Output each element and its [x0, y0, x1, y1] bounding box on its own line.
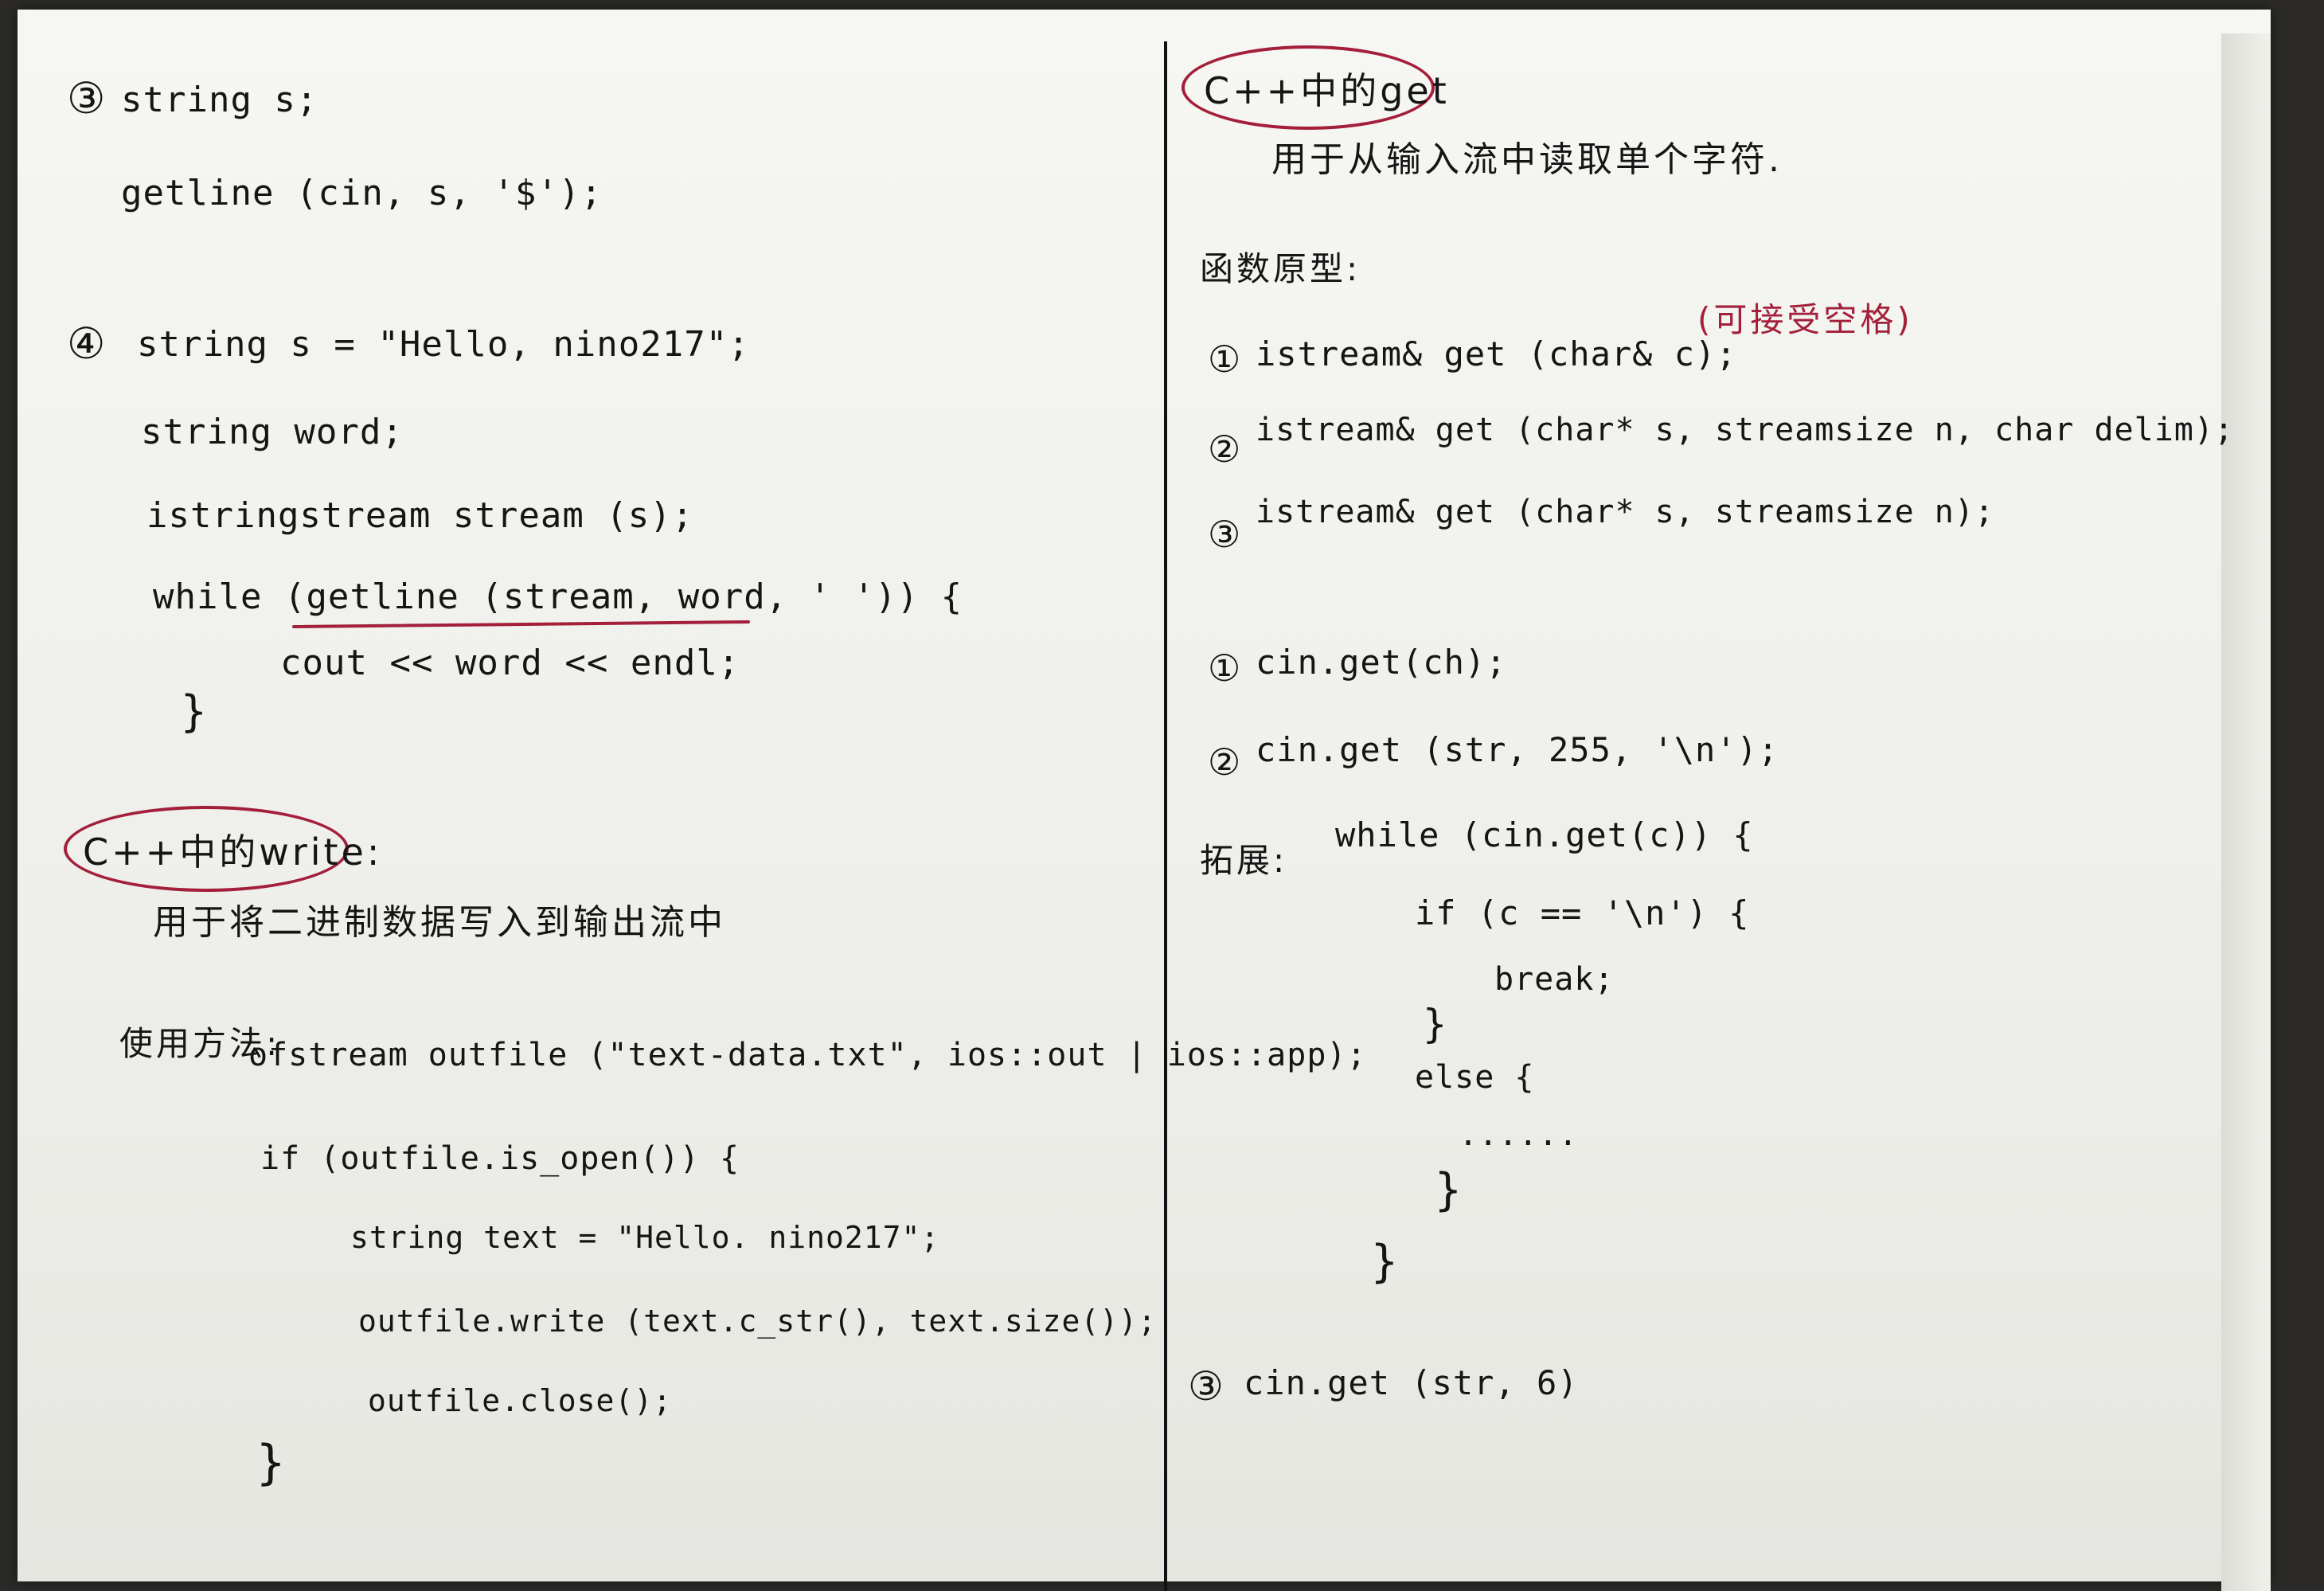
extension-code-4: } [1423, 1001, 1448, 1047]
get-description: 用于从输入流中读取单个字符. [1271, 139, 1783, 180]
while-underlined-call: getline (stream, word, ' ') [306, 577, 897, 617]
getline-underline [291, 620, 751, 629]
example-2: cin.get (str, 255, '\n'); [1256, 730, 1779, 769]
write-code-2: if (outfile.is_open()) { [260, 1140, 740, 1177]
write-code-3: string text = "Hello. nino217"; [350, 1220, 940, 1255]
proto-3: istream& get (char* s, streamsize n); [1256, 494, 1995, 530]
proto-3-number: ③ [1208, 513, 1242, 556]
example-3-number: ③ [1188, 1363, 1224, 1409]
get-title-oval [1182, 45, 1435, 130]
item-4-line-6: } [181, 686, 208, 737]
write-code-6: } [256, 1435, 287, 1491]
write-code-5: outfile.close(); [368, 1383, 673, 1418]
item-4-line-3: istringstream stream (s); [146, 495, 694, 536]
item-4-line-5: cout << word << endl; [280, 643, 740, 683]
column-divider [1164, 41, 1167, 1591]
proto-1-note: (可接受空格) [1697, 300, 1913, 339]
write-title: C++中的write: [83, 831, 383, 874]
item-4-while-line: while (getline (stream, word, ' ')) { [153, 577, 963, 617]
proto-1-number: ① [1208, 338, 1242, 381]
example-2-number: ② [1208, 741, 1242, 784]
prototype-label: 函数原型: [1200, 249, 1361, 288]
extension-code-3: break; [1494, 961, 1615, 998]
extension-code-2: if (c == '\n') { [1415, 893, 1750, 932]
example-1: cin.get(ch); [1256, 643, 1507, 682]
extension-code-5: else { [1415, 1059, 1535, 1096]
extension-code-8: } [1371, 1236, 1399, 1288]
write-description: 用于将二进制数据写入到输出流中 [153, 902, 726, 943]
item-4-line-2: string word; [141, 412, 404, 452]
extension-code-1: while (cin.get(c)) { [1335, 815, 1754, 854]
page-stack-edge [2221, 33, 2271, 1591]
write-title-oval [64, 806, 349, 892]
proto-2: istream& get (char* s, streamsize n, cha… [1256, 412, 2235, 448]
proto-1: istream& get (char& c); [1256, 334, 1737, 373]
extension-label: 拓展: [1200, 841, 1288, 880]
extension-code-7: } [1435, 1164, 1463, 1216]
item-3-line-2: getline (cin, s, '$'); [121, 173, 603, 213]
while-prefix: while ( [153, 577, 307, 617]
example-1-number: ① [1208, 647, 1242, 690]
get-title: C++中的get [1204, 69, 1450, 112]
write-code-1: ofstream outfile ("text-data.txt", ios::… [248, 1037, 1367, 1073]
item-4-number: ④ [67, 319, 107, 369]
item-3-line-1: string s; [121, 80, 318, 120]
item-3-number: ③ [67, 73, 107, 123]
extension-code-6: ...... [1459, 1116, 1579, 1153]
proto-2-number: ② [1208, 428, 1242, 471]
write-usage-label: 使用方法: [119, 1024, 281, 1063]
item-4-line-1: string s = "Hello, nino217"; [137, 324, 750, 365]
while-suffix: ) { [896, 577, 963, 617]
example-3: cin.get (str, 6) [1244, 1363, 1579, 1402]
notebook-page: ③ string s; getline (cin, s, '$'); ④ str… [18, 10, 2271, 1591]
write-code-4: outfile.write (text.c_str(), text.size()… [358, 1304, 1157, 1339]
